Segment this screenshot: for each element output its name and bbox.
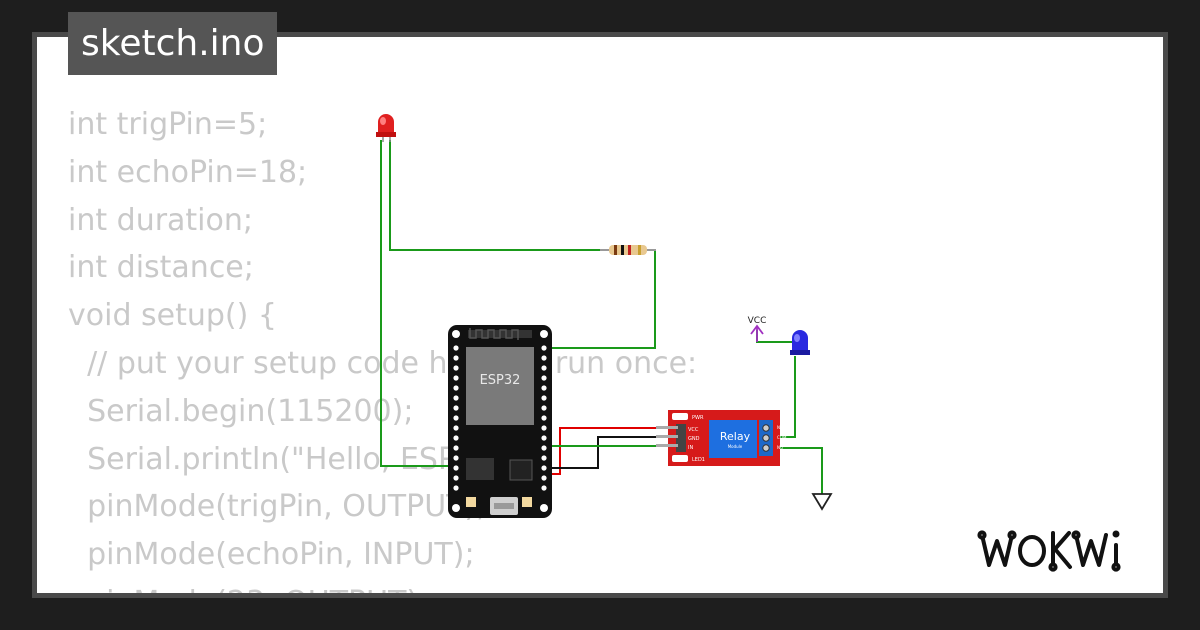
code-line: pinMode(echoPin, INPUT); [68,537,475,573]
vcc-label: VCC [748,316,767,326]
wire-led-red-resistor[interactable] [389,140,608,251]
esp32-chip-label: ESP32 [480,373,521,388]
file-tab[interactable]: sketch.ino [68,12,278,75]
blue-led[interactable] [790,330,810,355]
code-line: // put your setup code here, to run once… [68,345,698,381]
esp32-pin-row-right [541,345,547,491]
red-led[interactable] [376,114,396,142]
relay-pin-label-gnd: GND [688,436,700,442]
code-preview: int trigPin=5; int echoPin=18; int duratio… [68,101,697,593]
resistor[interactable] [600,245,656,255]
relay-module[interactable]: PWR LED1 VCC GND IN Relay Module NC COM … [656,410,787,466]
esp32-mount-hole [452,330,460,338]
wire-vcc-led-blue[interactable] [756,330,795,343]
relay-terminal-no: NO [777,445,783,450]
relay-pin-label-in: IN [688,445,693,451]
esp32-mount-hole [452,504,460,512]
relay-pwr-led-label: PWR [692,415,704,421]
wokwi-logo [977,530,1121,572]
code-line: Serial.begin(115200); [68,393,414,429]
code-line: pinMode(23, OUTPUT); [68,579,697,593]
relay-sub-label: Module [728,444,743,449]
code-line: int trigPin=5; [68,107,268,142]
relay-terminal-nc: NC [777,425,783,430]
code-line: int distance; [68,250,254,286]
esp32-mount-hole [540,330,548,338]
relay-label: Relay [720,430,751,443]
esp32-pin-row-left [453,345,459,491]
wire-relay-no-ground[interactable] [773,447,823,494]
code-line: void setup() { [68,298,277,334]
code-line: int duration; [68,202,253,238]
code-line: int echoPin=18; [68,154,308,190]
wire-esp32-relay-gnd[interactable] [544,436,676,469]
wire-relay-com-led-blue[interactable] [773,356,796,438]
simulation-canvas: int trigPin=5; int echoPin=18; int duratio… [37,37,1163,593]
ground-symbol[interactable] [811,493,833,511]
esp32-mount-hole [540,504,548,512]
relay-led1-label: LED1 [692,457,705,463]
relay-pin-label-vcc: VCC [688,427,699,433]
esp32-board[interactable]: ESP32 [448,325,552,518]
vcc-symbol[interactable]: VCC [748,316,767,342]
wire-led-red-esp32[interactable] [380,140,460,467]
relay-terminal-com: COM [777,435,787,440]
wire-resistor-esp32[interactable] [544,249,656,349]
